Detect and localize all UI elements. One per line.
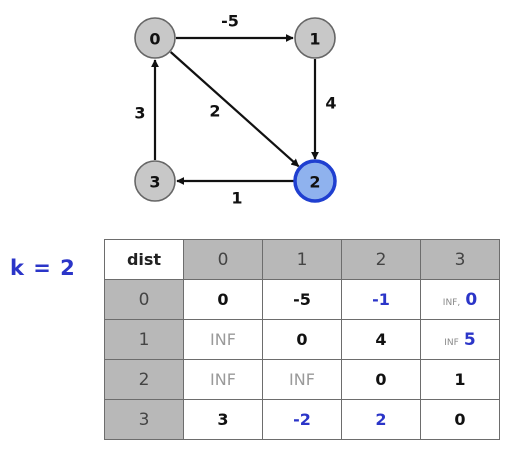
dist-cell-2-1: INF [262,359,342,400]
dist-cell-3-2: 2 [341,399,421,440]
graph-node-1 [294,17,336,59]
graph-node-2 [293,159,337,203]
dist-cell-3-1: -2 [262,399,342,440]
edge-weight-0-to-1: -5 [221,12,239,31]
row-header-3: 3 [104,399,184,440]
dist-cell-1-1: 0 [262,319,342,360]
dist-cell-2-3: 1 [420,359,500,400]
column-header-2: 2 [341,239,421,280]
dist-cell-0-3: INF, 0 [420,279,500,320]
dist-cell-0-1: -5 [262,279,342,320]
table-header-row: dist 0 1 2 3 [104,239,500,280]
column-header-0: 0 [183,239,263,280]
table-row: 3 3 -2 2 0 [104,399,500,440]
dist-cell-new-value: 0 [465,289,478,310]
graph-node-label-0: 0 [149,30,160,49]
edge-0-to-2 [169,51,300,168]
dist-cell-1-2: 4 [341,319,421,360]
edge-weight-0-to-2: 2 [209,102,220,121]
iteration-k-label: k = 2 [10,256,76,280]
edge-weight-3-to-0: 3 [134,104,145,123]
distance-matrix-table: dist 0 1 2 3 0 0 -5 -1 INF, 0 1 INF 0 4 … [104,239,500,440]
graph-node-0 [134,17,176,59]
graph-node-label-3: 3 [149,173,160,192]
dist-cell-1-0: INF [183,319,263,360]
dist-cell-3-3: 0 [420,399,500,440]
dist-cell-old-value: INF [442,297,458,308]
graph-node-label-2: 2 [309,173,320,192]
dist-cell-3-0: 3 [183,399,263,440]
dist-cell-0-0: 0 [183,279,263,320]
graph-node-3 [134,160,176,202]
row-header-0: 0 [104,279,184,320]
dist-cell-new-value: 5 [463,329,476,350]
column-header-3: 3 [420,239,500,280]
dist-cell-1-3: INF 5 [420,319,500,360]
dist-cell-old-value: INF [444,337,459,348]
table-row: 0 0 -5 -1 INF, 0 [104,279,500,320]
directed-graph: -5 4 2 1 3 0 1 2 3 [134,12,337,208]
table-row: 2 INF INF 0 1 [104,359,500,400]
dist-cell-0-2: -1 [341,279,421,320]
edge-weight-1-to-2: 4 [325,94,336,113]
dist-cell-separator: , [457,297,461,308]
edge-weight-2-to-3: 1 [231,189,242,208]
row-header-2: 2 [104,359,184,400]
row-header-1: 1 [104,319,184,360]
table-row: 1 INF 0 4 INF 5 [104,319,500,360]
table-corner-label: dist [104,239,184,280]
dist-cell-2-2: 0 [341,359,421,400]
graph-node-label-1: 1 [309,30,320,49]
column-header-1: 1 [262,239,342,280]
dist-cell-2-0: INF [183,359,263,400]
